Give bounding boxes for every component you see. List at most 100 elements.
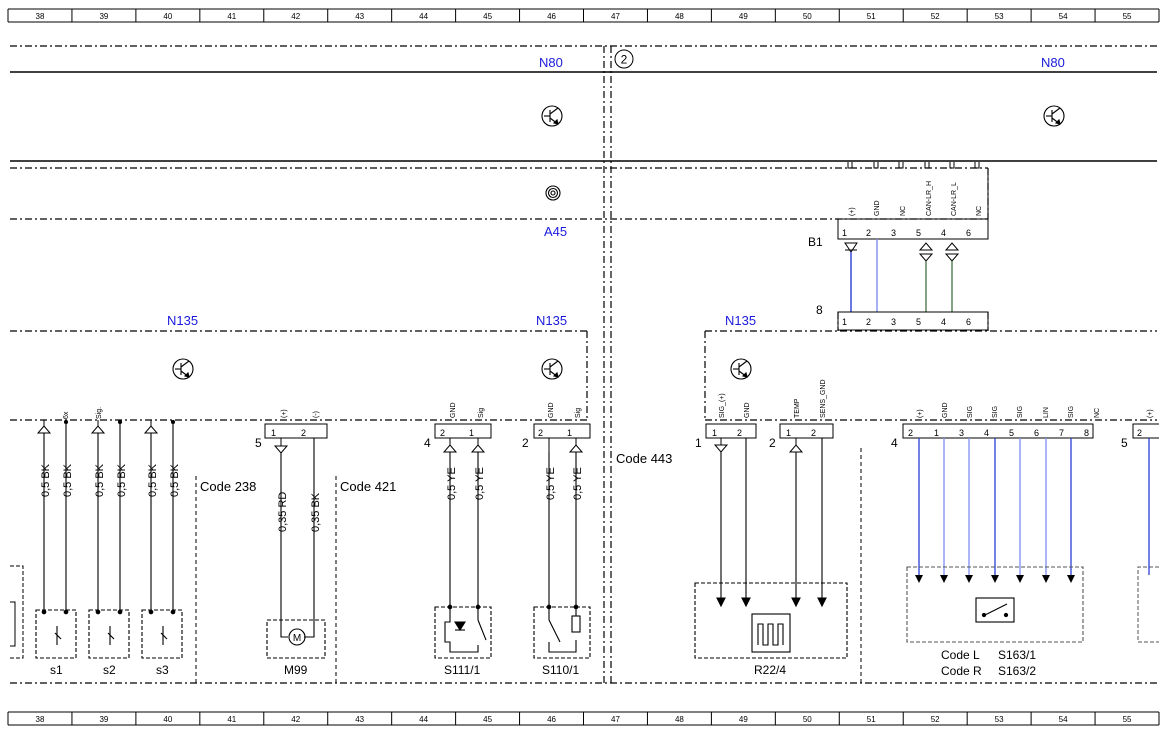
r22-pin-number: 1 (786, 428, 791, 438)
grid-column-label: 45 (483, 715, 492, 724)
s163-pin-label: LIN (1043, 407, 1050, 418)
top-pin-label: NC (900, 206, 907, 216)
m99-wires (280, 438, 315, 620)
mid-pin-number: 6 (966, 317, 971, 327)
transistor-icon (1043, 105, 1065, 127)
top-pin-number: 2 (866, 228, 871, 238)
s163-conn-number: 4 (891, 436, 898, 450)
grid-column-label: 46 (547, 12, 556, 21)
switch-boxes (35, 609, 183, 659)
grid-column-label: 41 (227, 715, 236, 724)
grid-column-label: 44 (419, 12, 428, 21)
partial-component-left (10, 565, 24, 659)
edge-conn-number: 5 (1121, 436, 1128, 450)
edge-pin-label: (+) (1147, 409, 1154, 418)
grid-column-label: 54 (1059, 715, 1068, 724)
mid-pin-number: 4 (941, 317, 946, 327)
grid-column-label: 40 (163, 12, 172, 21)
s163-box (906, 566, 1084, 643)
mid-pin-number: 2 (866, 317, 871, 327)
r22-pin-label: SIG_(+) (719, 393, 726, 418)
wire-label: 0,5 YE (474, 467, 486, 500)
wire-label: 0,5 BK (116, 463, 128, 497)
s110-wires (548, 452, 577, 607)
s111-box (434, 604, 492, 659)
r22-pin-label: SENS_GND (820, 379, 827, 418)
top-pin-label: NC (976, 206, 983, 216)
m99-pin-label: (-) (313, 411, 320, 418)
mid-pin-number: 3 (891, 317, 896, 327)
mid-pin-number: 1 (842, 317, 847, 327)
module-label-a45: A45 (544, 224, 567, 239)
s110-pin-label: Sig (575, 408, 582, 418)
s163-pin-label: SIG (1017, 406, 1024, 418)
mid-pin-number: 5 (916, 317, 921, 327)
grid-column-label: 55 (1123, 715, 1132, 724)
left-pin-label: Sig. (96, 407, 103, 419)
switch-name-s1: s1 (50, 663, 63, 677)
grid-column-label: 44 (419, 715, 428, 724)
grid-column-label: 46 (547, 715, 556, 724)
vertical-separators (603, 46, 612, 683)
transistor-icon (541, 358, 563, 380)
s163-pin-label: (+) (917, 409, 924, 418)
s110-pin-number: 2 (538, 428, 543, 438)
module-label-n135-a: N135 (167, 313, 198, 328)
switch-symbols (41, 609, 176, 645)
s163-pin-number: 1 (934, 428, 939, 438)
grid-column-label: 43 (355, 715, 364, 724)
m99-connector (264, 423, 328, 454)
wire-label: 0,5 BK (40, 463, 52, 497)
r22-pin-label: TEMP (794, 398, 801, 418)
s163-pin-number: 8 (1084, 428, 1089, 438)
s163-name-r: S163/2 (998, 664, 1036, 678)
left-switch-connectors (36, 420, 159, 434)
grid-column-label: 49 (739, 12, 748, 21)
r22-pin-number: 1 (712, 428, 717, 438)
grid-column-label: 42 (291, 715, 300, 724)
s110-name: S110/1 (542, 663, 579, 677)
s111-pin-label: Sig (478, 408, 485, 418)
r22-pin-number: 2 (811, 428, 816, 438)
code-boundaries (195, 448, 862, 683)
left-pin-label: 6x (63, 411, 70, 419)
r22-name: R22/4 (754, 663, 786, 677)
spiral-coil-icon (545, 185, 561, 201)
n135-module-boundary (10, 330, 1157, 421)
a45-module-boundary (10, 167, 989, 220)
s111-wires (449, 452, 479, 607)
top-pin-number: 6 (966, 228, 971, 238)
s163-pin-number: 5 (1009, 428, 1014, 438)
grid-column-label: 49 (739, 715, 748, 724)
left-wires (43, 419, 176, 610)
s163-pin-number: 3 (959, 428, 964, 438)
s110-conn-number: 2 (522, 436, 529, 450)
code-421-label: Code 421 (340, 479, 396, 494)
edge-pin-number: 2 (1137, 428, 1142, 438)
connector-arrows-b1 (844, 242, 960, 262)
grid-column-label: 54 (1059, 12, 1068, 21)
grid-column-label: 52 (931, 12, 940, 21)
top-pin-label: GND (874, 200, 881, 216)
s111-name: S111/1 (444, 663, 481, 677)
grid-column-label: 51 (867, 715, 876, 724)
module-label-n135-b: N135 (536, 313, 567, 328)
s163-code-l: Code L (941, 648, 980, 662)
m99-box (266, 619, 326, 659)
s163-code-r: Code R (941, 664, 982, 678)
s111-conn-number: 4 (424, 436, 431, 450)
top-pin-number: 5 (916, 228, 921, 238)
grid-column-label: 55 (1123, 12, 1132, 21)
grid-column-label: 52 (931, 715, 940, 724)
m99-pin-label: (+) (281, 409, 288, 418)
n135-right-bracket (837, 312, 989, 331)
grid-column-label: 38 (36, 715, 45, 724)
s163-pin-label: SIG (967, 406, 974, 418)
wire-label: 0,5 YE (572, 467, 584, 500)
r22-conn1-number: 1 (695, 436, 702, 450)
s163-wires (915, 438, 1075, 583)
module-label-n80-right: N80 (1041, 55, 1065, 70)
grid-column-label: 53 (995, 12, 1004, 21)
s163-name-l: S163/1 (998, 648, 1036, 662)
s111-pin-label: GND (450, 402, 457, 418)
